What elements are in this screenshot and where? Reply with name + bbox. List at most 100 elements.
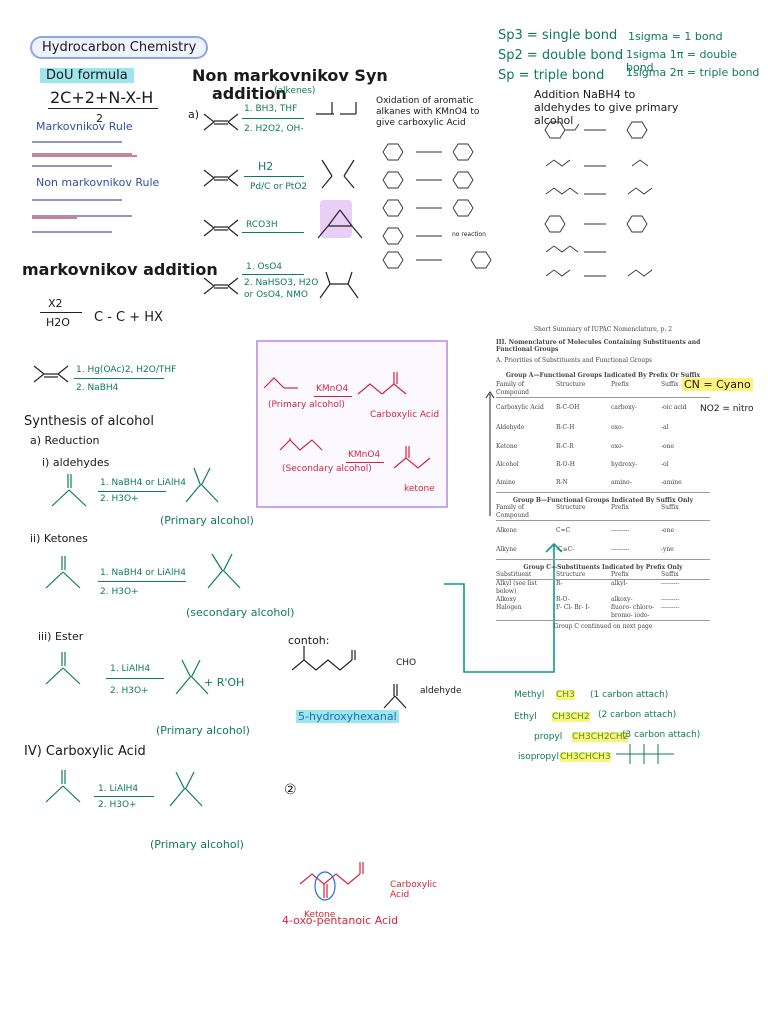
cell: Halogen — [496, 604, 522, 611]
isopropyl-structure — [616, 744, 674, 764]
hydroboration-top: 1. BH3, THF — [244, 104, 298, 114]
alkene-structure-b — [203, 169, 239, 187]
non-markovnikov-note-scribble — [32, 199, 132, 233]
ester-heading: iii) Ester — [38, 630, 84, 643]
primary-alcohol-structure-2 — [175, 659, 209, 695]
cell: -yne — [661, 546, 674, 553]
cell: -ol — [661, 461, 669, 468]
cell: Alkyl (see list below) — [496, 580, 537, 595]
sp3-line: Sp3 = single bond — [498, 28, 618, 43]
col-structure: Structure — [556, 571, 586, 578]
non-markov-title-1: Non markovnikov Syn — [192, 66, 388, 85]
cell: Aldehyde — [496, 424, 525, 431]
kmno4-arrow-2 — [346, 462, 384, 463]
cell: -C≡C- — [556, 546, 575, 553]
acid-reagent-bottom: 2. H3O+ — [98, 800, 137, 810]
group-a-title: Group A—Functional Groups Indicated By P… — [505, 372, 701, 379]
carboxylic-box-label: Carboxylic Acid — [370, 410, 440, 420]
secondary-box-label: (Secondary alcohol) — [282, 464, 372, 474]
non-markov-title-2: addition — [212, 84, 287, 103]
oso4-reagent-top: 1. OsO4 — [246, 262, 283, 272]
ethyl-label: Ethyl — [514, 712, 537, 722]
epoxide-product — [317, 209, 363, 239]
ester-reagent-bottom: 2. H3O+ — [110, 686, 149, 696]
oso4-reagent-bottom: or OsO4, NMO — [244, 290, 308, 300]
ester-product-extra: + R'OH — [204, 676, 245, 689]
alkene-structure-a — [203, 113, 239, 131]
cell: Carboxylic Acid — [496, 404, 544, 411]
col-suffix: Suffix — [661, 381, 679, 388]
sigma-triple: 1sigma 2π = triple bond — [626, 66, 760, 79]
hg-arrow — [74, 378, 164, 379]
iupac-section: III. Nomenclature of Molecules Containin… — [496, 339, 701, 353]
aldehyde-mini-structure — [383, 684, 407, 709]
group-c-continued: Group C continued on next page — [553, 623, 653, 630]
cell: --------- — [661, 596, 680, 603]
hg-reagent-bottom: 2. NaBH4 — [76, 383, 119, 393]
col-structure: Structure — [556, 381, 586, 388]
cell: Alkyne — [496, 546, 517, 553]
hg-reagent-top: 1. Hg(OAc)2, H2O/THF — [76, 365, 177, 375]
secondary-alcohol-label: (secondary alcohol) — [186, 606, 295, 619]
markov-reagent-top: X2 — [48, 297, 63, 310]
primary-alcohol-box-label: (Primary alcohol) — [268, 400, 345, 410]
group-b-title: Group B—Functional Groups Indicated By S… — [512, 497, 694, 504]
isopropyl-label: isopropyl — [518, 752, 559, 762]
dou-numerator: 2C+2+N-X-H — [50, 88, 154, 107]
ald-arrow — [98, 491, 166, 492]
cell: oxo- — [611, 424, 624, 431]
cell: F- Cl- Br- I- — [556, 604, 590, 611]
alkene-structure — [33, 365, 69, 383]
no-reaction-text: no reaction — [452, 231, 486, 238]
sigma-double: 1sigma 1π = double bond — [626, 48, 738, 74]
connector-arrow — [444, 542, 563, 673]
secondary-alcohol-structure-box — [279, 438, 323, 451]
cell: --------- — [661, 604, 680, 611]
nabh4-reduction-scheme — [544, 121, 653, 277]
sigma-single: 1sigma = 1 bond — [628, 30, 723, 43]
ketone-label: Ketone — [304, 910, 336, 920]
markovnikov-addition-title: markovnikov addition — [22, 260, 218, 279]
secondary-alcohol-structure — [207, 553, 241, 589]
oso4-reagent-mid: 2. NaHSO3, H2O — [244, 278, 319, 288]
cell: oxo- — [611, 443, 624, 450]
sp2-line: Sp2 = double bond — [498, 48, 624, 63]
cell: alkyl- — [611, 580, 628, 587]
hydroboration-bottom: 2. H2O2, OH- — [244, 124, 304, 134]
col-structure: Structure — [556, 504, 586, 511]
dou-label: DoU formula — [40, 68, 134, 83]
cell: --------- — [611, 546, 630, 553]
ester-arrow — [106, 678, 164, 679]
ald-reagent-top: 1. NaBH4 or LiAlH4 — [100, 478, 186, 488]
oxidation-title: Oxidation of aromatic alkanes with KMnO4… — [376, 96, 480, 128]
hydroboration-arrow — [242, 118, 304, 119]
cell: carboxy- — [611, 404, 638, 411]
primary-alcohol-structure-1 — [185, 467, 219, 503]
col-family: Family of Compound — [496, 381, 529, 396]
h2-reagent-bottom: Pd/C or PtO2 — [250, 182, 308, 192]
primary-alcohol-label-2: (Primary alcohol) — [156, 724, 250, 737]
kmno4-reagent-1: KMnO4 — [316, 384, 349, 394]
dou-denominator: 2 — [96, 112, 103, 125]
markov-arrow — [40, 312, 82, 313]
cell: alkoxy- — [611, 596, 633, 603]
ket-reagent-top: 1. NaBH4 or LiAlH4 — [100, 568, 186, 578]
carboxylic-heading: IV) Carboxylic Acid — [24, 744, 146, 759]
alkene-structure-d — [203, 277, 239, 295]
col-prefix: Prefix — [611, 571, 629, 578]
table-row: Alkyl (see list below)R-alkyl---------- — [496, 580, 710, 596]
iupac-subsection: A. Priorities of Substituents and Functi… — [496, 357, 652, 364]
group-c-title: Group C—Substituents Indicated by Prefix… — [523, 564, 683, 571]
primary-alcohol-structure-3 — [169, 771, 203, 807]
cell: hydroxy- — [611, 461, 638, 468]
cell: Alkoxy — [496, 596, 517, 603]
cell: R-C-H — [556, 424, 575, 431]
synthesis-title: Synthesis of alcohol — [24, 414, 154, 429]
propyl-note: (3 carbon attach) — [622, 730, 701, 740]
